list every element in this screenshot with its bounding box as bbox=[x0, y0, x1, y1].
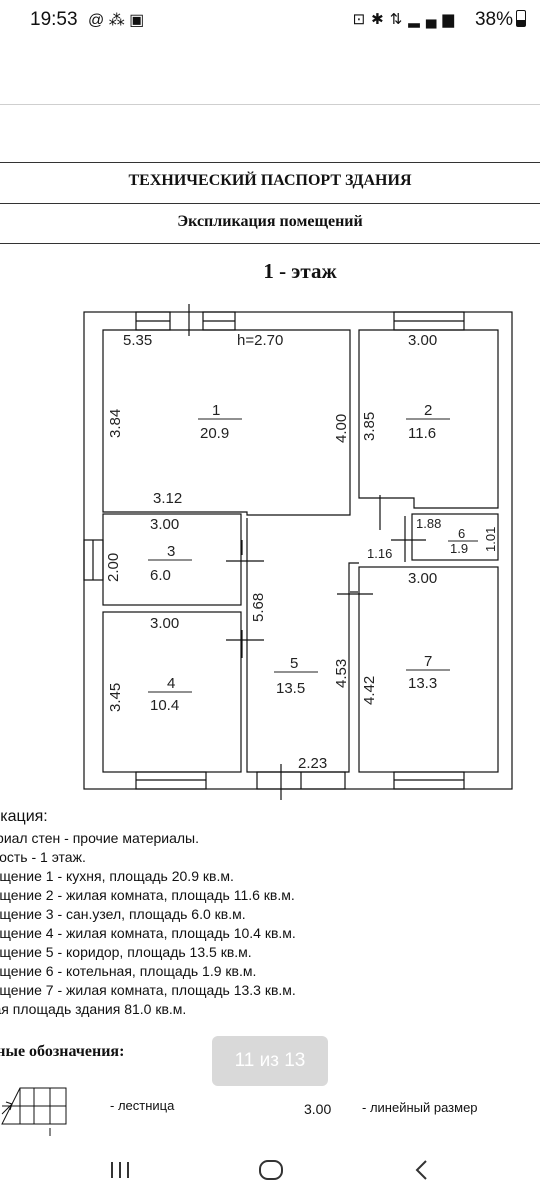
symbols-title: овные обозначения: bbox=[0, 1043, 125, 1060]
recent-apps-button[interactable] bbox=[100, 1150, 140, 1190]
data-icon: ⇅ bbox=[389, 11, 409, 28]
dim-label: 4.42 bbox=[361, 676, 378, 705]
dim-label: 2.00 bbox=[105, 553, 122, 582]
room-1-number: 1 bbox=[212, 402, 220, 419]
divider bbox=[0, 243, 540, 244]
room-5-area: 13.5 bbox=[276, 680, 305, 697]
dim-label: 4.00 bbox=[333, 414, 350, 443]
status-time: 19:53 bbox=[30, 9, 78, 30]
document-title: ТЕХНИЧЕСКИЙ ПАСПОРТ ЗДАНИЯ bbox=[128, 172, 412, 189]
bluetooth-icon: ✱ bbox=[371, 11, 390, 28]
room-2-number: 2 bbox=[424, 402, 432, 419]
legend-line: мещение 2 - жилая комната, площадь 11.6 … bbox=[0, 887, 295, 903]
battery-icon bbox=[516, 10, 526, 27]
dim-label: 1.16 bbox=[367, 546, 392, 561]
recent-apps-icon bbox=[111, 1162, 129, 1178]
legend-line: териал стен - прочие материалы. bbox=[0, 830, 199, 846]
status-bar: 19:53 @ ⁂ ▣ ⊡✱⇅▂▄▆ 38% bbox=[0, 0, 540, 40]
dimension-legend-label: - линейный размер bbox=[362, 1100, 478, 1115]
dim-label: 3.84 bbox=[107, 409, 124, 438]
room-3-area: 6.0 bbox=[150, 567, 171, 584]
dim-label: 3.45 bbox=[107, 683, 124, 712]
room-4-area: 10.4 bbox=[150, 697, 179, 714]
room-7-area: 13.3 bbox=[408, 675, 437, 692]
legend-line: мещение 3 - сан.узел, площадь 6.0 кв.м. bbox=[0, 906, 246, 922]
legend-line: мещение 7 - жилая комната, площадь 13.3 … bbox=[0, 982, 296, 998]
room-7-number: 7 bbox=[424, 653, 432, 670]
room-4-number: 4 bbox=[167, 675, 175, 692]
document-subtitle: Экспликация помещений bbox=[177, 213, 363, 230]
battery-text: 38% bbox=[475, 9, 526, 31]
home-icon bbox=[259, 1160, 283, 1180]
divider bbox=[0, 162, 540, 163]
page-indicator: 11 из 13 bbox=[212, 1036, 328, 1086]
legend-line: мещение 6 - котельная, площадь 1.9 кв.м. bbox=[0, 963, 257, 979]
navigation-bar bbox=[0, 1140, 540, 1200]
room-5-number: 5 bbox=[290, 655, 298, 672]
legend-line: жность - 1 этаж. bbox=[0, 849, 86, 865]
home-button[interactable] bbox=[251, 1150, 291, 1190]
ceiling-height: h=2.70 bbox=[237, 332, 283, 349]
dim-label: 2.23 bbox=[298, 755, 327, 772]
dots-icon: ⁂ bbox=[108, 12, 125, 29]
signal-icon: ▂▄▆ bbox=[408, 11, 460, 28]
dim-label: 3.00 bbox=[150, 516, 179, 533]
dim-label: 1.88 bbox=[416, 516, 441, 531]
outer-wall-outer bbox=[83, 311, 513, 790]
legend: ликация: териал стен - прочие материалы.… bbox=[0, 808, 296, 1019]
dim-label: 3.00 bbox=[408, 570, 437, 587]
legend-title: ликация: bbox=[0, 808, 48, 825]
dim-label: 5.68 bbox=[250, 593, 267, 622]
dimension-legend-value: 3.00 bbox=[304, 1101, 332, 1117]
square-icon: ▣ bbox=[129, 12, 145, 29]
legend-line: мещение 1 - кухня, площадь 20.9 кв.м. bbox=[0, 868, 234, 884]
room-6-area: 1.9 bbox=[450, 541, 468, 556]
dim-label: 1.01 bbox=[483, 527, 498, 552]
room-1-area: 20.9 bbox=[200, 425, 229, 442]
divider bbox=[0, 203, 540, 204]
status-right-icons: ⊡✱⇅▂▄▆ bbox=[353, 10, 460, 28]
dim-label: 3.85 bbox=[361, 412, 378, 441]
legend-line: мещение 5 - коридор, площадь 13.5 кв.м. bbox=[0, 944, 252, 960]
status-left-icons: @ ⁂ ▣ bbox=[88, 10, 144, 30]
room-5-wall bbox=[246, 518, 359, 773]
room-6-number: 6 bbox=[458, 526, 465, 541]
floor-plan[interactable]: 5.35 h=2.70 3.00 1 20.9 2 11.6 3.12 3.00… bbox=[0, 300, 540, 810]
divider bbox=[0, 104, 540, 105]
page-indicator-label: 11 из 13 bbox=[234, 1050, 306, 1071]
room-3-number: 3 bbox=[167, 543, 175, 560]
stair-symbol-icon bbox=[1, 1087, 67, 1136]
dim-label: 3.00 bbox=[150, 615, 179, 632]
stair-legend-label: - лестница bbox=[110, 1098, 175, 1113]
room-2-wall bbox=[358, 329, 499, 509]
dim-label: 3.00 bbox=[408, 332, 437, 349]
back-button[interactable] bbox=[402, 1150, 442, 1190]
legend-line: мещение 4 - жилая комната, площадь 10.4 … bbox=[0, 925, 296, 941]
back-icon bbox=[415, 1160, 427, 1180]
legend-line: щая площадь здания 81.0 кв.м. bbox=[0, 1001, 187, 1017]
room-6-wall bbox=[411, 513, 499, 561]
dim-label: 4.53 bbox=[333, 659, 350, 688]
room-2-area: 11.6 bbox=[408, 425, 436, 442]
lock-icon: ⊡ bbox=[352, 11, 372, 28]
dim-label: 5.35 bbox=[123, 332, 152, 349]
floor-title: 1 - этаж bbox=[263, 259, 337, 283]
at-icon: @ bbox=[88, 12, 105, 29]
dim-label: 3.12 bbox=[153, 490, 182, 507]
room-1-wall bbox=[102, 329, 351, 516]
